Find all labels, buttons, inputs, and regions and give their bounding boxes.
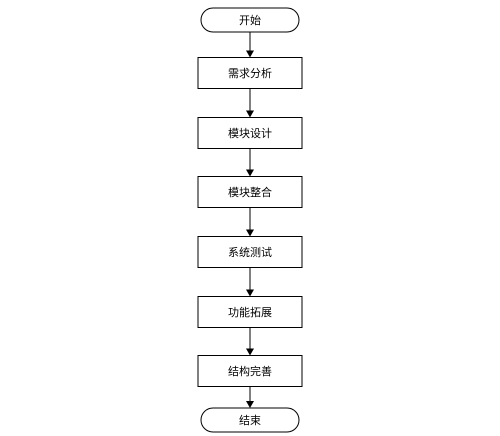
flow-node-step6: 结构完善 <box>197 355 303 387</box>
flow-node-step2: 模块设计 <box>197 117 303 149</box>
flow-node-label: 结束 <box>239 414 261 427</box>
process-box-shape <box>197 57 303 89</box>
terminal-shape <box>200 7 300 33</box>
flow-node-start: 开始 <box>200 7 300 33</box>
flow-node-label: 结构完善 <box>228 364 272 378</box>
terminal-shape <box>200 407 300 433</box>
flow-node-end: 结束 <box>200 407 300 433</box>
flow-node-label: 需求分析 <box>228 66 272 80</box>
process-box-shape <box>197 296 303 328</box>
flow-node-label: 模块设计 <box>228 127 272 140</box>
flow-node-step3: 模块整合 <box>197 176 303 208</box>
flow-node-label: 模块整合 <box>228 185 272 199</box>
process-box-shape <box>197 236 303 268</box>
process-box-shape <box>197 117 303 149</box>
flow-node-label: 系统测试 <box>228 246 272 259</box>
flow-node-step1: 需求分析 <box>197 57 303 89</box>
flow-node-step5: 功能拓展 <box>197 296 303 328</box>
flow-node-step4: 系统测试 <box>197 236 303 268</box>
flow-node-label: 开始 <box>239 13 261 27</box>
process-box-shape <box>197 176 303 208</box>
flow-node-label: 功能拓展 <box>228 305 272 319</box>
process-box-shape <box>197 355 303 387</box>
